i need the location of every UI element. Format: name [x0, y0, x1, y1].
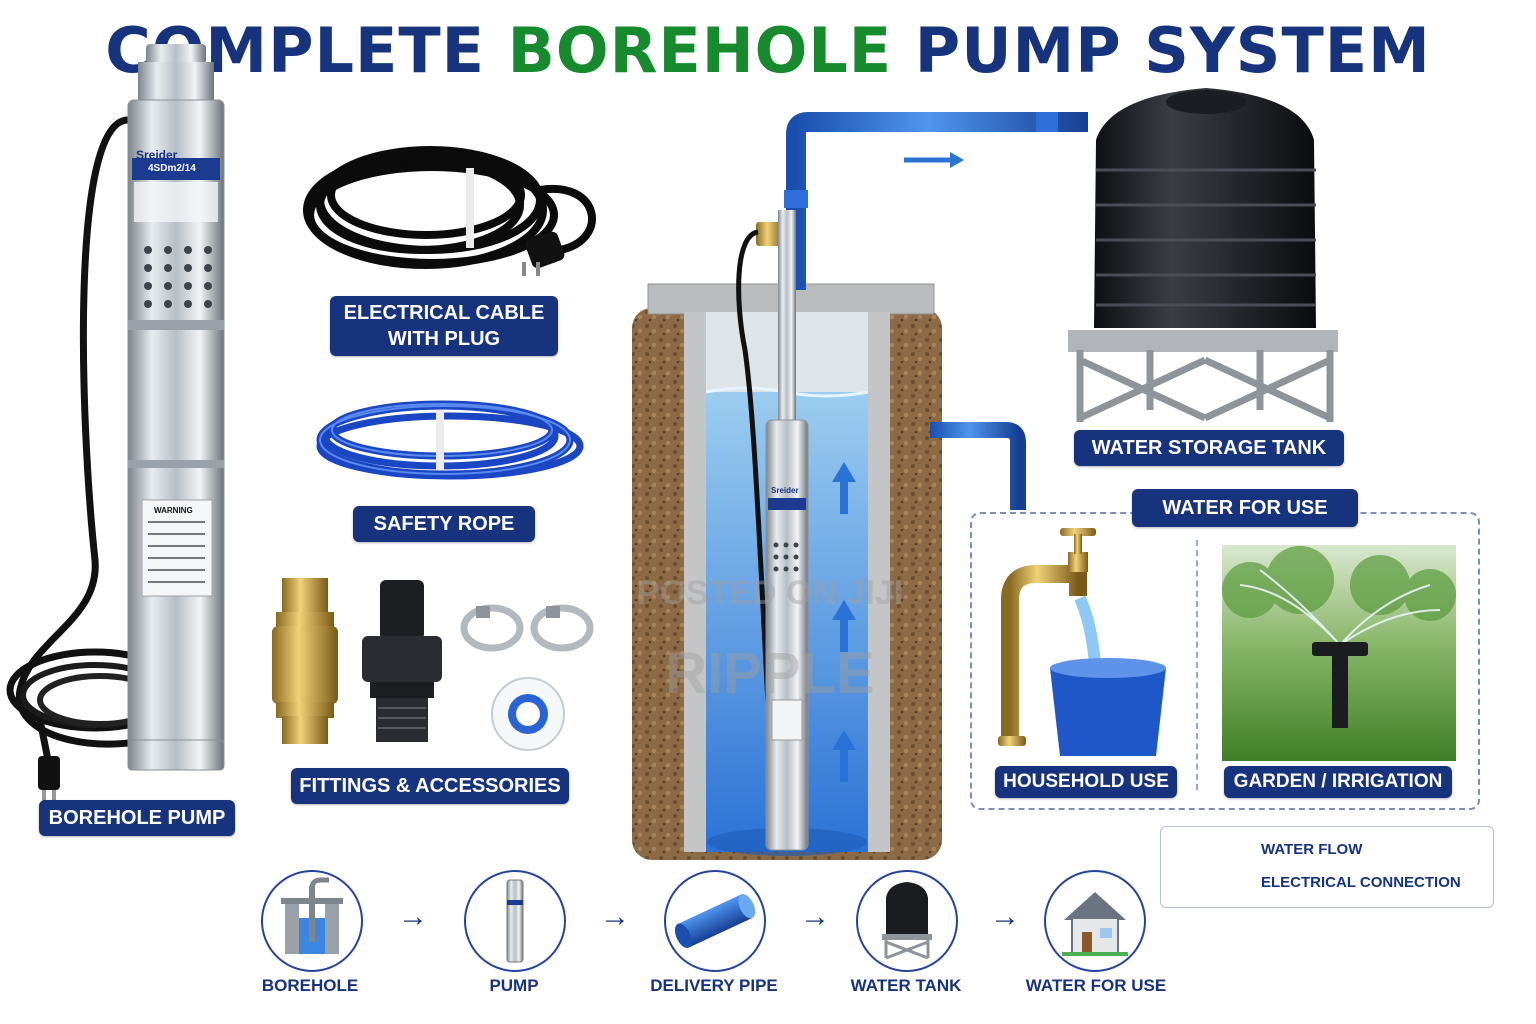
- watermark-line-1: POSTED ON JIJI: [636, 574, 904, 612]
- pump-icon: [506, 879, 524, 963]
- flow-step-delivery-pipe-circle: [664, 870, 766, 972]
- pump-brand: Sreider: [136, 148, 178, 162]
- flow-arrow-3: →: [800, 900, 830, 933]
- title-part-2: BOREHOLE: [507, 14, 893, 87]
- flow-arrow-4: →: [990, 900, 1020, 933]
- page-title: COMPLETE BOREHOLE PUMP SYSTEM: [0, 14, 1536, 87]
- water-tank-icon: [882, 882, 932, 960]
- flow-step-label: BOREHOLE: [261, 976, 359, 995]
- label-garden-irrigation: GARDEN / IRRIGATION: [1224, 766, 1452, 798]
- flow-step-label: WATER FOR USE: [1025, 976, 1167, 995]
- flow-step-water-tank-circle: [856, 870, 958, 972]
- label-safety-rope: SAFETY ROPE: [353, 506, 535, 542]
- label-fittings: FITTINGS & ACCESSORIES: [291, 768, 569, 804]
- legend-water-flow: WATER FLOW: [1261, 841, 1363, 858]
- well-pump-brand: Sreider: [771, 486, 799, 495]
- label-household-use: HOUSEHOLD USE: [995, 766, 1177, 798]
- legend-electrical-connection: ELECTRICAL CONNECTION: [1261, 874, 1461, 891]
- flow-step-label: DELIVERY PIPE: [650, 976, 778, 995]
- title-part-3: PUMP SYSTEM: [914, 14, 1431, 87]
- pipe-icon: [674, 894, 756, 948]
- label-borehole-pump: BOREHOLE PUMP: [39, 800, 235, 836]
- flow-arrow-1: →: [398, 900, 428, 933]
- flow-step-label: PUMP: [489, 976, 539, 995]
- label-water-storage-tank: WATER STORAGE TANK: [1074, 430, 1344, 466]
- flow-step-borehole-circle: [261, 870, 363, 972]
- flow-arrow-2: →: [600, 900, 630, 933]
- watermark-line-2: RIPPLE: [665, 641, 875, 706]
- water-use-divider: [1196, 540, 1198, 790]
- label-electrical-cable: ELECTRICAL CABLE WITH PLUG: [330, 296, 558, 356]
- house-icon: [1062, 892, 1128, 956]
- legend: WATER FLOW ELECTRICAL CONNECTION: [1160, 826, 1494, 908]
- flow-step-pump-circle: [464, 870, 566, 972]
- pump-model: 4SDm2/14: [148, 163, 196, 174]
- label-water-for-use: WATER FOR USE: [1132, 489, 1358, 527]
- flow-step-water-for-use-circle: [1044, 870, 1146, 972]
- pump-warning: WARNING: [154, 506, 193, 515]
- borehole-icon: [281, 877, 343, 954]
- flow-step-label: WATER TANK: [850, 976, 962, 995]
